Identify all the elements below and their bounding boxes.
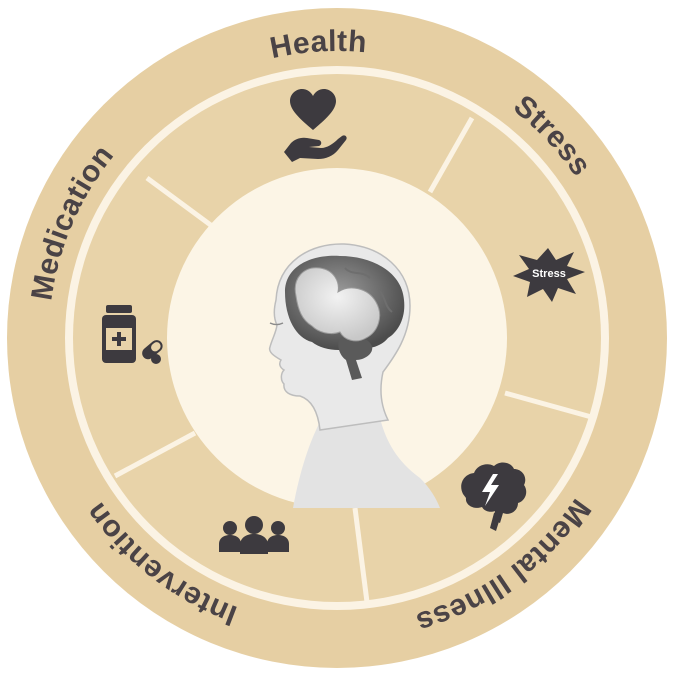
people-group-icon [219, 516, 289, 554]
stress-badge-text: Stress [532, 268, 566, 280]
brain-lightning-icon [461, 462, 527, 531]
segment-dividers [113, 116, 596, 603]
stress-starburst-icon: Stress [513, 248, 585, 302]
medication-icon [102, 305, 163, 364]
heart-in-hand-icon [284, 89, 347, 162]
head-illustration [268, 243, 440, 508]
